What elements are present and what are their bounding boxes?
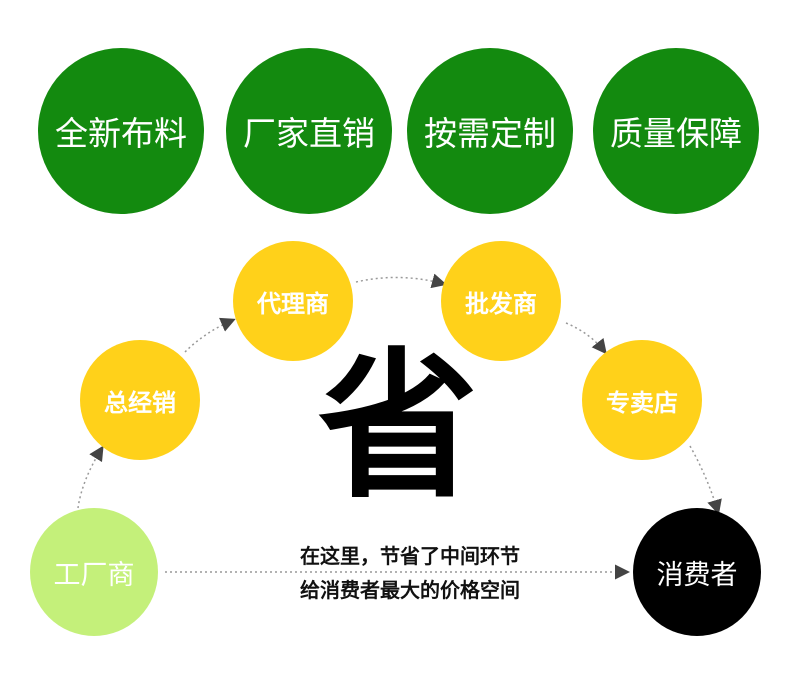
node-store: 专卖店 (582, 340, 702, 460)
feature-circle-custom-made: 按需定制 (407, 48, 573, 214)
node-label: 专卖店 (606, 388, 678, 417)
feature-label: 厂家直销 (243, 114, 375, 153)
caption-line-1: 在这里，节省了中间环节 (300, 544, 520, 568)
connector-store-to-consumer (689, 445, 722, 515)
feature-label: 按需定制 (424, 114, 556, 153)
feature-label: 全新布料 (55, 114, 187, 153)
node-agent: 代理商 (233, 241, 353, 361)
node-label: 总经销 (104, 388, 176, 417)
connector-factory-to-distributor (77, 445, 104, 509)
feature-circle-new-fabric: 全新布料 (38, 48, 204, 214)
feature-circle-factory-direct: 厂家直销 (226, 48, 392, 214)
feature-circle-quality-assurance: 质量保障 (593, 48, 759, 214)
node-distributor: 总经销 (80, 340, 200, 460)
node-consumer: 消费者 (633, 508, 761, 636)
connector-wholesaler-to-store (565, 322, 607, 355)
connector-distributor-to-agent (184, 317, 236, 353)
save-character: 省 (318, 333, 479, 520)
node-label: 工厂商 (53, 559, 135, 591)
feature-label: 质量保障 (610, 114, 742, 153)
node-label: 消费者 (656, 559, 738, 591)
caption-line-2: 给消费者最大的价格空间 (300, 578, 520, 602)
node-label: 批发商 (465, 289, 537, 318)
connector-agent-to-wholesaler (355, 273, 447, 289)
node-factory: 工厂商 (30, 508, 158, 636)
node-wholesaler: 批发商 (441, 241, 561, 361)
node-label: 代理商 (257, 289, 329, 318)
